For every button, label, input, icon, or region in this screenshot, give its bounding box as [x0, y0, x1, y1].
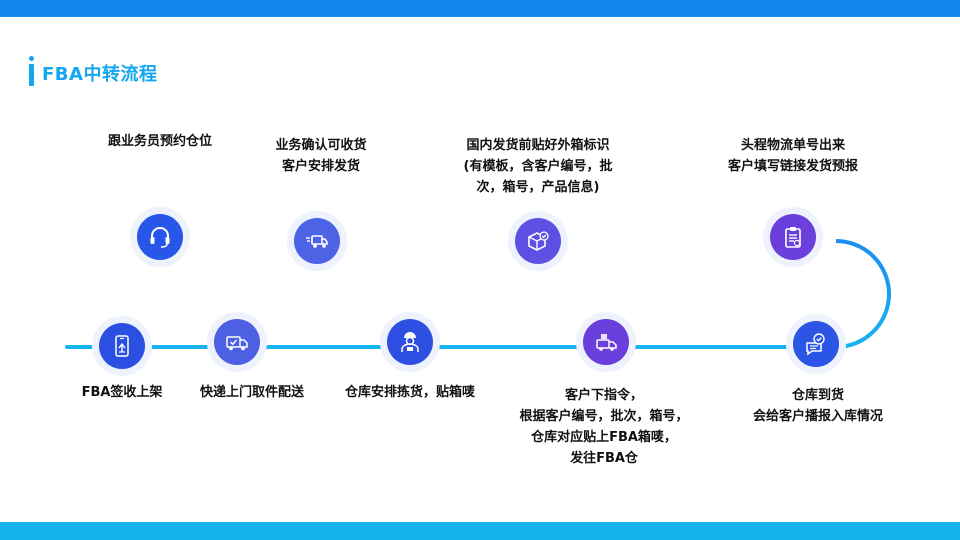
step-1-node	[130, 207, 190, 267]
step-4-label: 头程物流单号出来 客户填写链接发货预报	[727, 138, 858, 174]
step-2-label: 业务确认可收货 客户安排发货	[275, 138, 367, 174]
warehouse-worker-icon	[401, 332, 419, 352]
step-8-node	[207, 312, 267, 372]
truck-box-icon	[596, 334, 617, 351]
package-check-icon	[528, 231, 549, 251]
track-curve	[835, 239, 891, 349]
step-9-label: FBA签收上架	[81, 385, 163, 400]
step-7-node	[380, 312, 440, 372]
step-6-node	[576, 312, 636, 372]
step-6-label: 客户下指令， 根据客户编号，批次，箱号， 仓库对应贴上FBA箱唛， 发往FBA仓	[519, 388, 689, 466]
step-3-label: 国内发货前贴好外箱标识 (有模板，含客户编号，批 次，箱号，产品信息)	[463, 138, 613, 195]
delivery-truck-icon	[306, 235, 328, 248]
info-icon	[26, 56, 38, 86]
truck-check-icon	[226, 336, 248, 351]
step-7-label: 仓库安排拣货，贴箱唛	[344, 385, 475, 400]
page-title: FBA中转流程	[42, 64, 158, 85]
step-5-label: 仓库到货 会给客户播报入库情况	[752, 388, 883, 424]
step-1-label: 跟业务员预约仓位	[107, 134, 212, 149]
step-8-label: 快递上门取件配送	[199, 385, 304, 400]
clipboard-list-icon	[785, 227, 801, 248]
step-9-node	[92, 316, 152, 376]
step-2-node	[287, 211, 347, 271]
phone-sign-icon	[115, 335, 129, 357]
chat-check-icon	[806, 333, 825, 356]
step-4-node	[763, 207, 823, 267]
top-accent-bar	[0, 0, 960, 17]
bottom-accent-bar	[0, 522, 960, 540]
step-5-node	[786, 314, 846, 374]
headset-icon	[150, 227, 170, 248]
step-3-node	[508, 211, 568, 271]
